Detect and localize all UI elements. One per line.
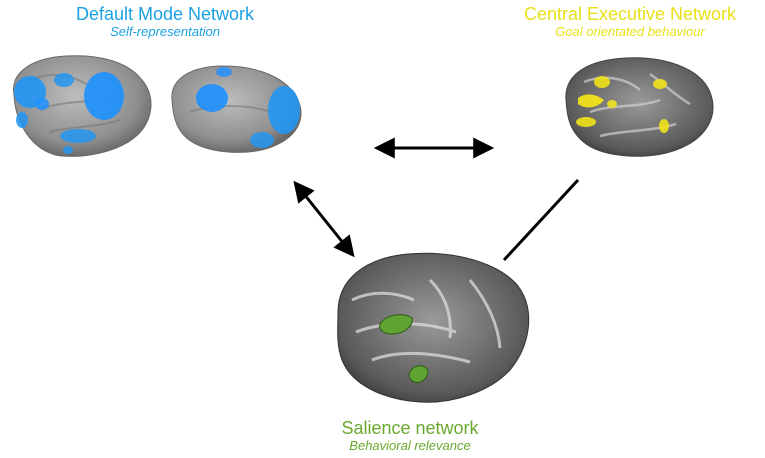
dmn-salience-arrow xyxy=(293,180,355,258)
salience-title: Salience network xyxy=(341,418,479,438)
cen-subtitle: Goal orientated behaviour xyxy=(555,24,705,39)
dmn-label: Default Mode Network Self-representation xyxy=(40,4,290,40)
dmn-medial-brain-image xyxy=(171,65,302,153)
salience-label: Salience network Behavioral relevance xyxy=(300,418,520,454)
cen-brain-image xyxy=(565,57,714,157)
dmn-title: Default Mode Network xyxy=(75,4,255,24)
salience-subtitle: Behavioral relevance xyxy=(349,438,471,453)
cen-label: Central Executive Network Goal orientate… xyxy=(500,4,760,40)
dmn-lateral-brain-image xyxy=(13,55,152,157)
salience-brain-image xyxy=(337,252,530,403)
dmn-subtitle: Self-representation xyxy=(110,24,220,39)
cen-salience-line xyxy=(502,178,580,262)
cen-title: Central Executive Network xyxy=(523,4,737,24)
